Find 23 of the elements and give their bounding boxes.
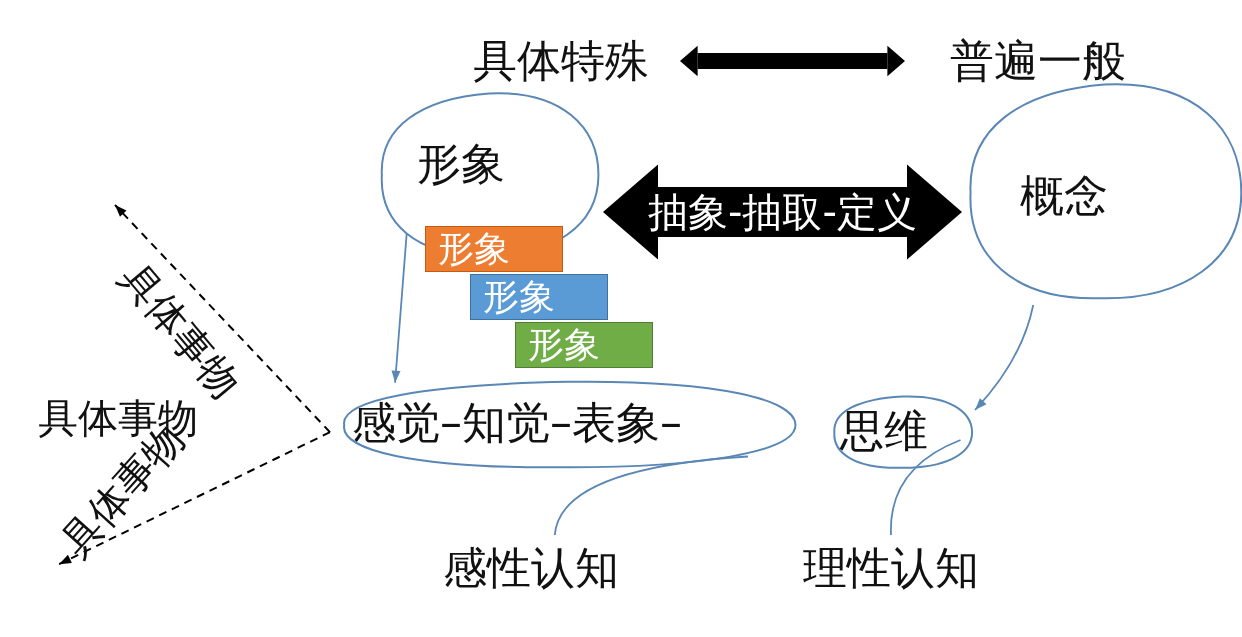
block-arrow bbox=[680, 45, 905, 77]
edge-label: 抽象-抽取-定义 bbox=[648, 190, 917, 235]
box-label: 形象 bbox=[528, 323, 600, 367]
node-text: 概念 bbox=[1020, 170, 1108, 223]
colored-box bbox=[425, 226, 563, 272]
arrow bbox=[391, 232, 408, 384]
connector-line bbox=[890, 439, 962, 536]
colored-box bbox=[515, 322, 653, 368]
box-label: 形象 bbox=[483, 275, 555, 319]
node-text: 理性认知 bbox=[772, 535, 1010, 601]
colored-box bbox=[470, 274, 608, 320]
box-label: 形象 bbox=[438, 227, 510, 271]
node-text: 具体特殊 bbox=[442, 28, 680, 94]
node-text: 思维 bbox=[840, 405, 928, 458]
node-text: 感性认知 bbox=[412, 535, 650, 601]
node-text: 感觉–知觉–表象– bbox=[352, 397, 682, 450]
arrow bbox=[974, 304, 1035, 411]
node-text: 形象 bbox=[417, 138, 505, 191]
block-arrow bbox=[603, 164, 962, 260]
arrow bbox=[114, 204, 331, 434]
connector-line bbox=[553, 455, 749, 536]
arrow bbox=[58, 431, 331, 566]
node-text: 普遍一般 bbox=[905, 28, 1170, 94]
